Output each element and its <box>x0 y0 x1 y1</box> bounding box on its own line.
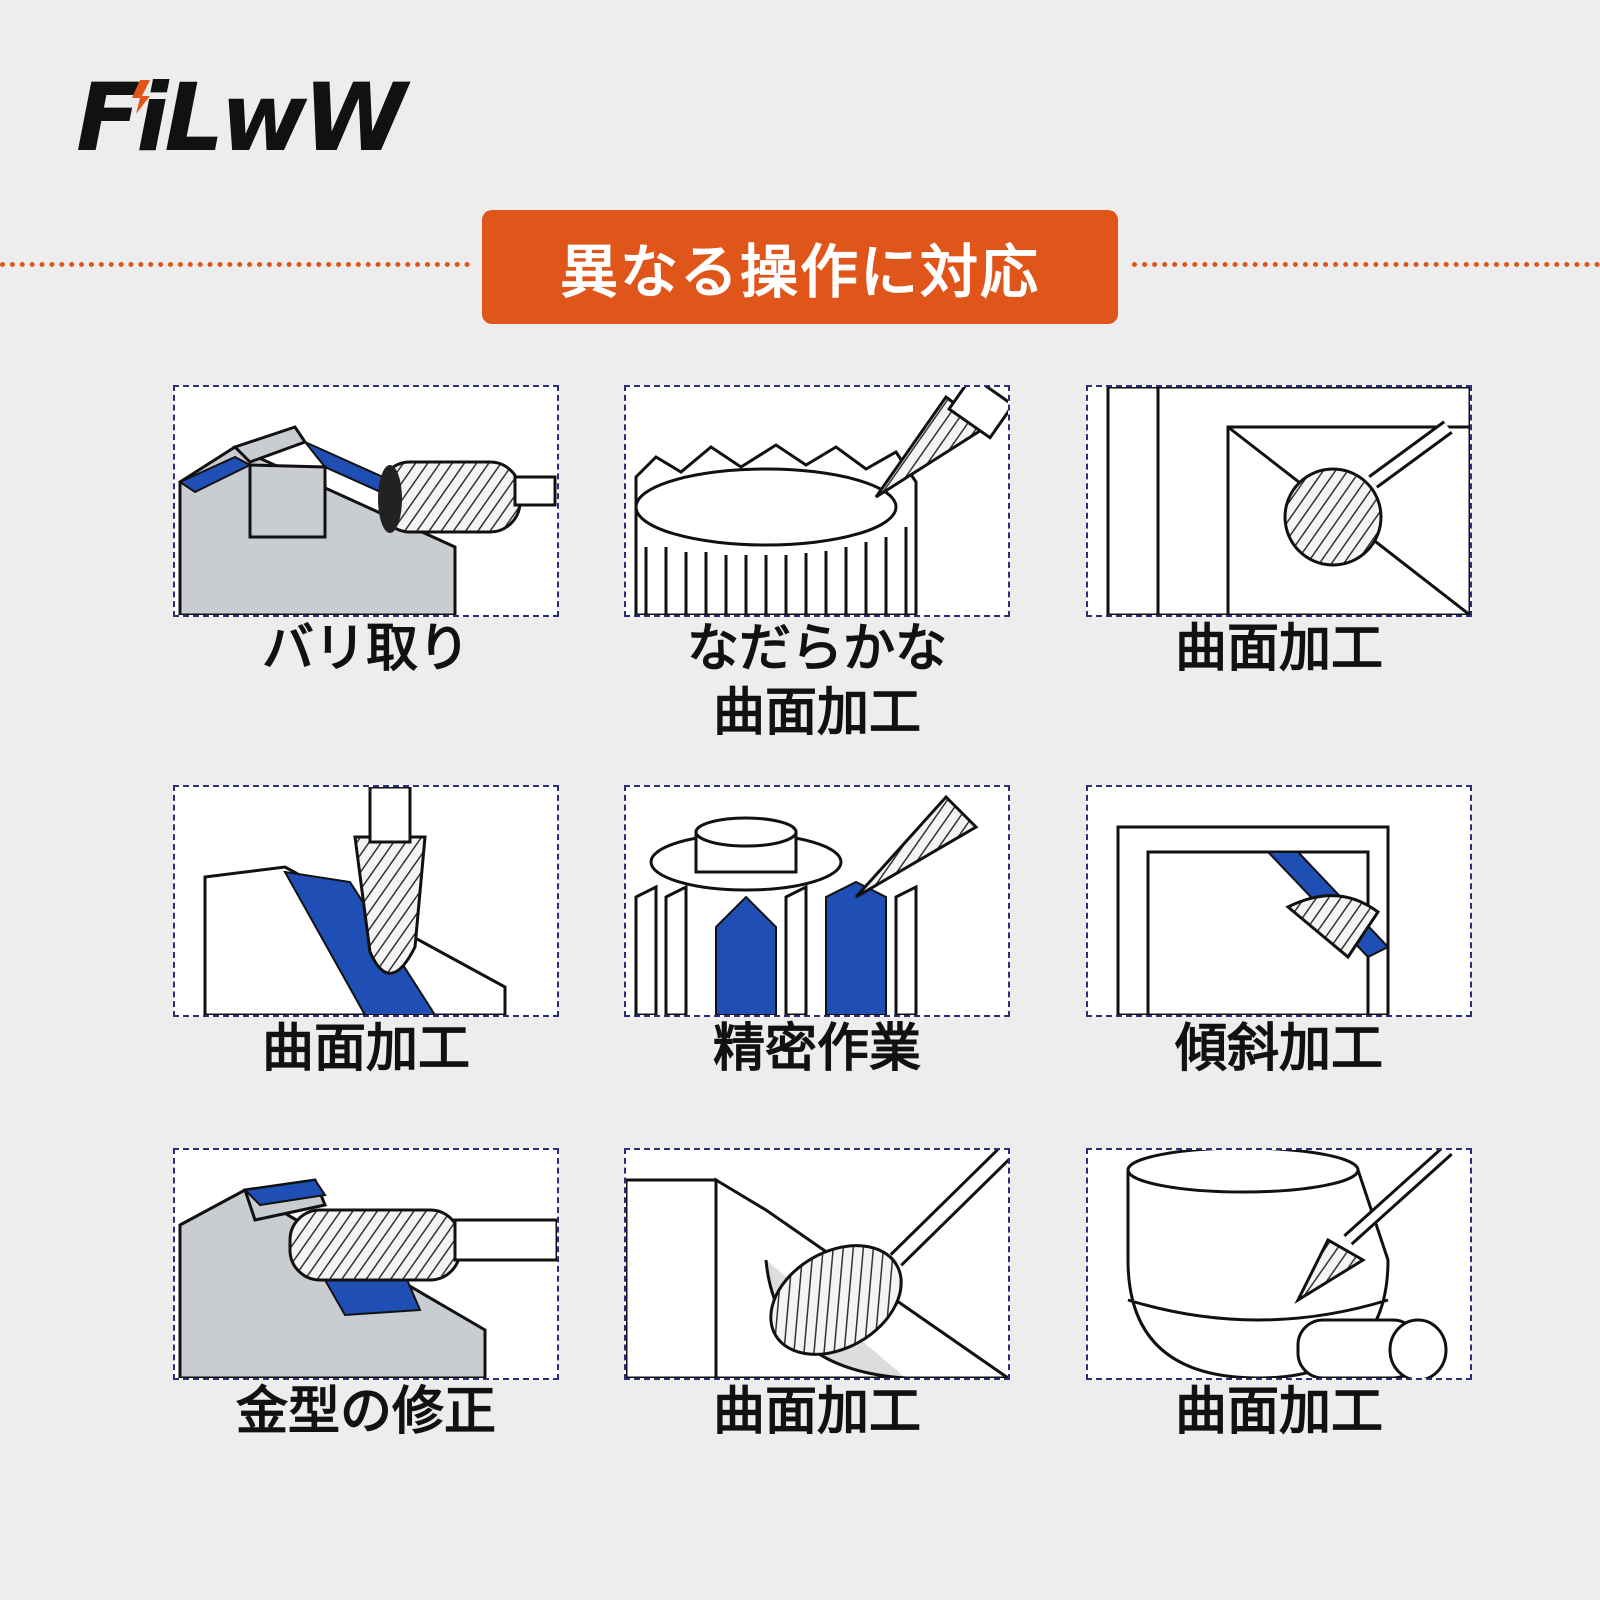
card-label: 金型の修正 <box>235 1382 496 1442</box>
card-label: 曲面加工 <box>261 1019 470 1079</box>
card-curved-3: 曲面加工 <box>624 1148 1010 1444</box>
card-label: バリ取り <box>261 619 470 679</box>
card-label: 精密作業 <box>712 1019 921 1079</box>
page-title: 異なる操作に対応 <box>482 210 1118 324</box>
card-label: 曲面加工 <box>1174 1382 1383 1442</box>
deburring-illustration <box>173 385 559 617</box>
tree-burr-illustration <box>173 785 559 1017</box>
mold-repair-illustration <box>173 1148 559 1380</box>
card-curved-4: 曲面加工 <box>1086 1148 1472 1444</box>
card-label: 曲面加工 <box>1174 619 1383 679</box>
ball-burr-illustration <box>1086 385 1472 617</box>
card-label: 曲面加工 <box>712 1382 921 1442</box>
precision-illustration <box>624 785 1010 1017</box>
card-label: なだらかな曲面加工 <box>686 619 947 743</box>
card-bevel: 傾斜加工 <box>1086 785 1472 1081</box>
title-divider-right <box>1132 262 1600 267</box>
cone-burr-illustration <box>1086 1148 1472 1380</box>
gear-illustration <box>624 385 1010 617</box>
egg-burr-illustration <box>624 1148 1010 1380</box>
card-mold-repair: 金型の修正 <box>173 1148 559 1444</box>
brand-logo: FiLwW <box>70 62 430 173</box>
card-smooth-curve: なだらかな曲面加工 <box>624 385 1010 745</box>
card-label: 傾斜加工 <box>1174 1019 1383 1079</box>
title-divider-left <box>0 262 470 267</box>
brand-logo-text: FiLwW <box>76 64 411 172</box>
card-curved-1: 曲面加工 <box>1086 385 1472 681</box>
card-curved-2: 曲面加工 <box>173 785 559 1081</box>
bevel-illustration <box>1086 785 1472 1017</box>
card-deburring: バリ取り <box>173 385 559 681</box>
card-precision: 精密作業 <box>624 785 1010 1081</box>
bolt-icon <box>132 80 150 114</box>
